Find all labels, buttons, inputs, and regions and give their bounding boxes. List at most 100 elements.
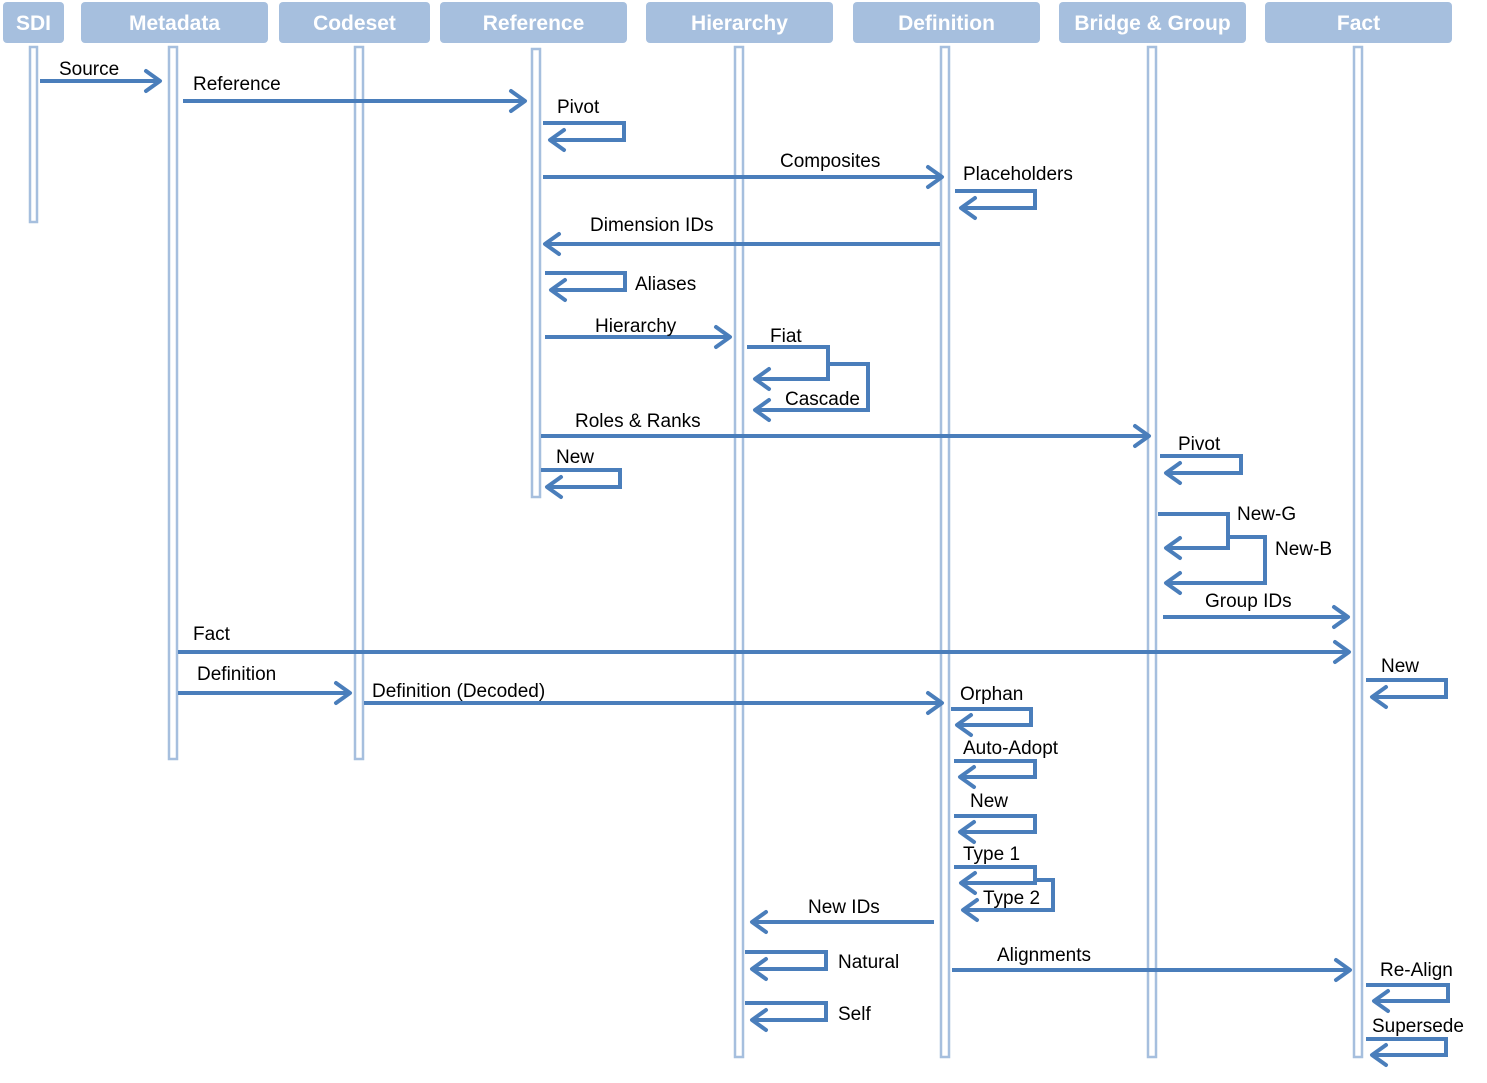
message-type-2-label: Type 2 xyxy=(983,888,1040,909)
message-reference-arrowhead xyxy=(509,89,527,113)
message-auto-adopt: Auto-Adopt xyxy=(954,738,1059,789)
message-new-ids-label: New IDs xyxy=(808,897,880,918)
header-sdi-label: SDI xyxy=(16,12,51,35)
message-natural-arrowhead xyxy=(750,957,768,981)
header-bridge-group: Bridge & Group xyxy=(1059,2,1246,43)
message-cascade-label: Cascade xyxy=(785,389,860,410)
message-group-ids-arrowhead xyxy=(1332,605,1350,629)
message-self-label: Self xyxy=(838,1004,871,1025)
message-reference-label: Reference xyxy=(193,74,281,95)
message-placeholders-arrowhead xyxy=(959,196,977,220)
message-bridge-pivot: Pivot xyxy=(1160,434,1243,485)
message-reference: Reference xyxy=(183,74,527,113)
message-orphan-label: Orphan xyxy=(960,684,1023,705)
message-cascade-line xyxy=(757,362,870,412)
message-fiat-label: Fiat xyxy=(770,326,802,347)
header-hierarchy: Hierarchy xyxy=(646,2,833,43)
message-reference-new-label: New xyxy=(556,447,594,468)
message-new-g-label: New-G xyxy=(1237,504,1296,525)
message-new-g: New-G xyxy=(1158,504,1296,560)
lifeline-reference xyxy=(530,47,542,499)
message-new-ids-arrowhead xyxy=(750,910,768,934)
message-aliases: Aliases xyxy=(545,271,696,302)
message-new-b-line xyxy=(1168,535,1267,585)
message-type-1-arrowhead xyxy=(959,871,977,895)
message-alignments-arrowhead xyxy=(1334,958,1352,982)
message-source: Source xyxy=(40,59,162,93)
message-source-label: Source xyxy=(59,59,119,80)
message-self: Self xyxy=(745,1001,871,1032)
message-bridge-pivot-arrowhead xyxy=(1164,461,1182,485)
message-group-ids: Group IDs xyxy=(1163,591,1350,629)
message-alignments: Alignments xyxy=(952,945,1352,982)
message-type-2-line xyxy=(965,878,1055,912)
header-metadata: Metadata xyxy=(81,2,268,43)
message-definition-decoded-arrowhead xyxy=(926,691,944,715)
message-orphan: Orphan xyxy=(951,684,1033,737)
message-placeholders-label: Placeholders xyxy=(963,164,1073,185)
header-sdi: SDI xyxy=(3,2,64,43)
header-hierarchy-label: Hierarchy xyxy=(691,12,788,35)
message-definition-decoded: Definition (Decoded) xyxy=(364,681,944,715)
message-new-g-arrowhead xyxy=(1164,536,1182,560)
lifeline-sdi xyxy=(28,45,39,224)
message-auto-adopt-arrowhead xyxy=(958,765,976,789)
lifelines xyxy=(28,45,1364,1059)
header-definition-label: Definition xyxy=(898,12,995,35)
message-re-align-label: Re-Align xyxy=(1380,960,1453,981)
message-hierarchy: Hierarchy xyxy=(545,316,732,349)
message-new-b-arrowhead xyxy=(1164,571,1182,595)
message-fact-label: Fact xyxy=(193,624,231,645)
message-fact-new-label: New xyxy=(1381,656,1419,677)
message-re-align-arrowhead xyxy=(1372,989,1390,1013)
message-definition-new-arrowhead xyxy=(958,820,976,844)
header-codeset-label: Codeset xyxy=(313,12,396,35)
message-type-2-arrowhead xyxy=(961,898,979,922)
message-definition-new-line xyxy=(954,814,1037,834)
lifeline-hierarchy xyxy=(733,45,745,1059)
message-reference-new: New xyxy=(541,447,622,499)
message-type-1-line xyxy=(954,865,1037,885)
message-definition-new-label: New xyxy=(970,791,1008,812)
message-supersede-arrowhead xyxy=(1370,1043,1388,1067)
message-roles-ranks: Roles & Ranks xyxy=(541,411,1151,448)
message-placeholders: Placeholders xyxy=(955,164,1073,220)
header-metadata-label: Metadata xyxy=(129,12,220,35)
message-re-align-line xyxy=(1366,983,1450,1003)
message-type-1: Type 1 xyxy=(954,844,1037,895)
message-aliases-label: Aliases xyxy=(635,274,696,295)
message-composites-arrowhead xyxy=(926,165,944,189)
message-fact: Fact xyxy=(178,624,1351,664)
message-auto-adopt-line xyxy=(954,759,1037,779)
message-composites: Composites xyxy=(543,151,944,189)
message-bridge-pivot-label: Pivot xyxy=(1178,434,1221,455)
message-natural-line xyxy=(745,950,828,971)
message-new-ids: New IDs xyxy=(750,897,934,934)
header-reference: Reference xyxy=(440,2,627,43)
header-definition: Definition xyxy=(853,2,1040,43)
message-roles-ranks-label: Roles & Ranks xyxy=(575,411,701,432)
lifeline-bridge-group xyxy=(1146,45,1158,1059)
message-orphan-line xyxy=(951,707,1033,727)
message-dimension-ids-arrowhead xyxy=(543,232,561,256)
message-placeholders-line xyxy=(955,189,1037,210)
message-definition-arrowhead xyxy=(334,681,352,705)
message-reference-pivot-label: Pivot xyxy=(557,97,600,118)
message-group-ids-label: Group IDs xyxy=(1205,591,1292,612)
message-self-line xyxy=(745,1001,828,1022)
message-reference-pivot-arrowhead xyxy=(548,128,566,152)
message-auto-adopt-label: Auto-Adopt xyxy=(963,738,1059,759)
message-supersede-line xyxy=(1366,1037,1448,1057)
lifeline-metadata xyxy=(167,45,179,761)
lifeline-fact xyxy=(1352,45,1364,1059)
message-fact-new: New xyxy=(1366,656,1448,709)
message-definition: Definition xyxy=(178,664,352,705)
message-definition-label: Definition xyxy=(197,664,276,685)
message-supersede: Supersede xyxy=(1366,1016,1464,1067)
message-definition-decoded-label: Definition (Decoded) xyxy=(372,681,545,702)
message-bridge-pivot-line xyxy=(1160,454,1243,475)
message-hierarchy-arrowhead xyxy=(714,325,732,349)
message-fiat-arrowhead xyxy=(753,367,771,391)
message-new-b-label: New-B xyxy=(1275,539,1332,560)
